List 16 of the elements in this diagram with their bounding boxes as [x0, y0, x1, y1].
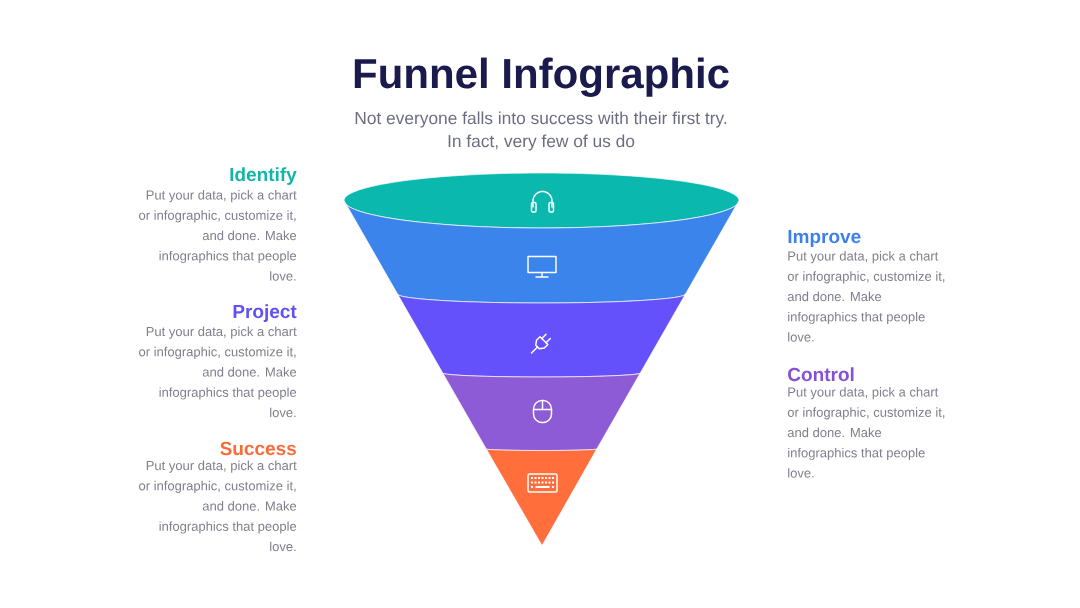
subtitle: Not everyone falls into success with their first try. In fact, very few of us do: [355, 111, 727, 151]
title: Funnel Infographic: [354, 57, 729, 97]
step-description: Put your data, pick a chart or infographic, customize it, and done. Make infographics that people love.: [139, 190, 297, 281]
step-description: Put your data, pick a chart or infographic, customize it, and done. Make infographics that people love.: [787, 251, 945, 342]
step-heading: Identify: [230, 167, 297, 185]
step-heading: Control: [788, 367, 854, 382]
funnel-band: [442, 372, 641, 451]
step-description: Put your data, pick a chart or infographic, customize it, and done. Make infographics that people love.: [139, 326, 297, 418]
funnel-tip: [485, 448, 598, 546]
step-heading: Project: [233, 304, 297, 322]
step-description: Put your data, pick a chart or infographic, customize it, and done. Make infographics that people love.: [787, 387, 945, 478]
step-heading: Improve: [788, 229, 861, 247]
step-description: Put your data, pick a chart or infographic, customize it, and done. Make infographics that people love.: [139, 460, 297, 552]
funnel-band: [397, 293, 686, 378]
step-heading: Success: [220, 441, 296, 456]
funnel-band: [343, 200, 740, 304]
